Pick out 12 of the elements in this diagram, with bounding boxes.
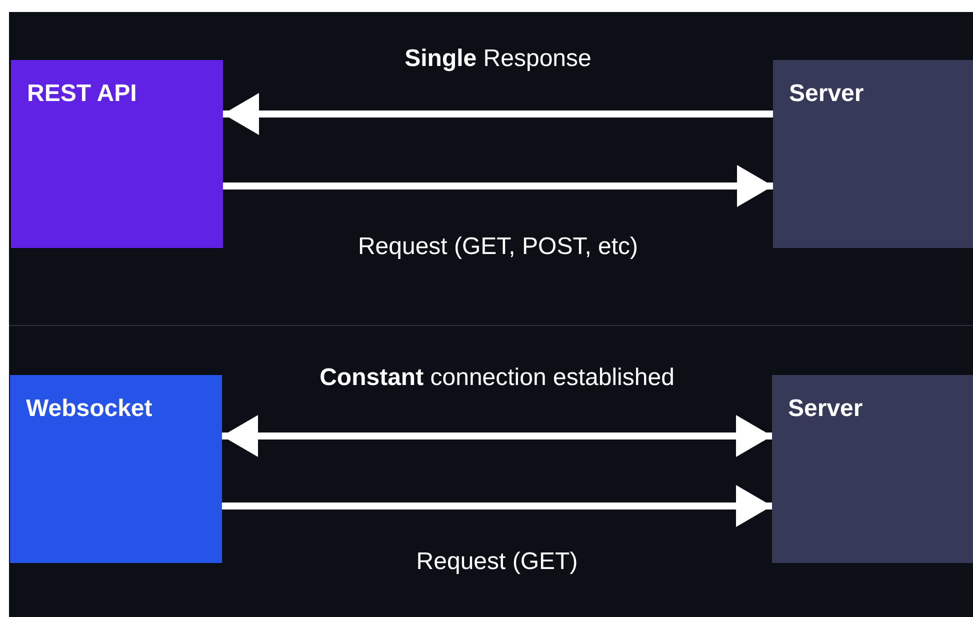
node-label: Server bbox=[788, 395, 864, 423]
arrow bbox=[223, 93, 773, 135]
process-box bbox=[11, 60, 223, 248]
arrow bbox=[222, 415, 772, 457]
process-box bbox=[772, 375, 973, 563]
process-box bbox=[10, 375, 222, 563]
arrow bbox=[222, 485, 772, 527]
arrow bbox=[223, 165, 773, 207]
process-box bbox=[773, 60, 973, 248]
node-label: Websocket bbox=[26, 395, 154, 423]
node-label: Server bbox=[789, 80, 865, 108]
node-label: REST API bbox=[27, 80, 138, 108]
